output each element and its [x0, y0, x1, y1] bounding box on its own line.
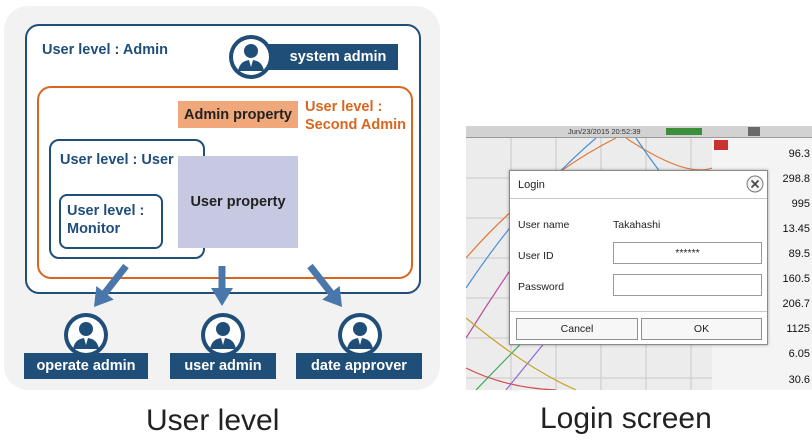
- system-admin-label: system admin: [264, 44, 398, 70]
- dialog-divider: [510, 311, 767, 312]
- date-approver-avatar-icon: [337, 312, 383, 358]
- user-level-label: User level : User: [60, 152, 174, 168]
- user-admin-label: user admin: [170, 353, 276, 379]
- cancel-button[interactable]: Cancel: [516, 318, 638, 340]
- channel-value: 1125: [786, 323, 810, 335]
- screen-status-bar: Jun/23/2015 20:52:39: [466, 126, 812, 138]
- login-dialog: Login User name Takahashi User ID ******…: [509, 170, 768, 345]
- arrow-to-user-admin: [211, 266, 233, 306]
- admin-property-label: Admin property: [178, 101, 298, 128]
- user-name-label: User name: [518, 219, 570, 231]
- ok-button[interactable]: OK: [641, 318, 762, 340]
- monitor-level-box: [59, 194, 163, 249]
- channel-value: 206.7: [782, 298, 810, 310]
- password-label: Password: [518, 281, 565, 293]
- channel-value: 995: [791, 198, 810, 210]
- user-property-label: User property: [178, 156, 298, 248]
- alarm-indicator-icon: [714, 140, 728, 150]
- monitor-level-label-line2: Monitor: [67, 221, 121, 237]
- operate-admin-label: operate admin: [24, 353, 148, 379]
- login-title-bar: Login: [510, 171, 767, 199]
- channel-value: 96.3: [788, 148, 810, 160]
- arrow-to-date-approver: [307, 263, 343, 307]
- channel-value: 160.5: [782, 273, 810, 285]
- channel-value: 13.45: [782, 223, 810, 235]
- battery-icon: [666, 128, 702, 135]
- user-admin-avatar-icon: [200, 312, 246, 358]
- password-field[interactable]: [613, 274, 762, 296]
- user-name-value: Takahashi: [613, 219, 661, 231]
- operate-admin-avatar-icon: [63, 312, 109, 358]
- status-icon: [748, 127, 760, 136]
- date-approver-label: date approver: [296, 353, 422, 379]
- user-id-label: User ID: [518, 250, 554, 262]
- user-id-field[interactable]: ******: [613, 242, 762, 264]
- admin-level-label: User level : Admin: [42, 42, 168, 58]
- monitor-level-label-line1: User level :: [67, 203, 145, 219]
- second-admin-level-label-line2: Second Admin: [305, 117, 406, 133]
- login-title: Login: [518, 179, 545, 191]
- arrow-to-operate-admin: [93, 263, 129, 307]
- user-level-caption: User level: [146, 404, 280, 437]
- login-screen-caption: Login screen: [540, 402, 712, 435]
- channel-value: 6.05: [788, 348, 810, 360]
- channel-value: 89.5: [788, 248, 810, 260]
- user-id-value: ******: [675, 247, 700, 259]
- date-time: Jun/23/2015 20:52:39: [568, 127, 641, 136]
- channel-value: 298.8: [782, 173, 810, 185]
- channel-value: 30.6: [788, 374, 810, 386]
- close-icon[interactable]: [746, 175, 764, 193]
- second-admin-level-label-line1: User level :: [305, 99, 383, 115]
- delegation-arrows: [93, 263, 343, 307]
- system-admin-avatar-icon: [228, 34, 274, 80]
